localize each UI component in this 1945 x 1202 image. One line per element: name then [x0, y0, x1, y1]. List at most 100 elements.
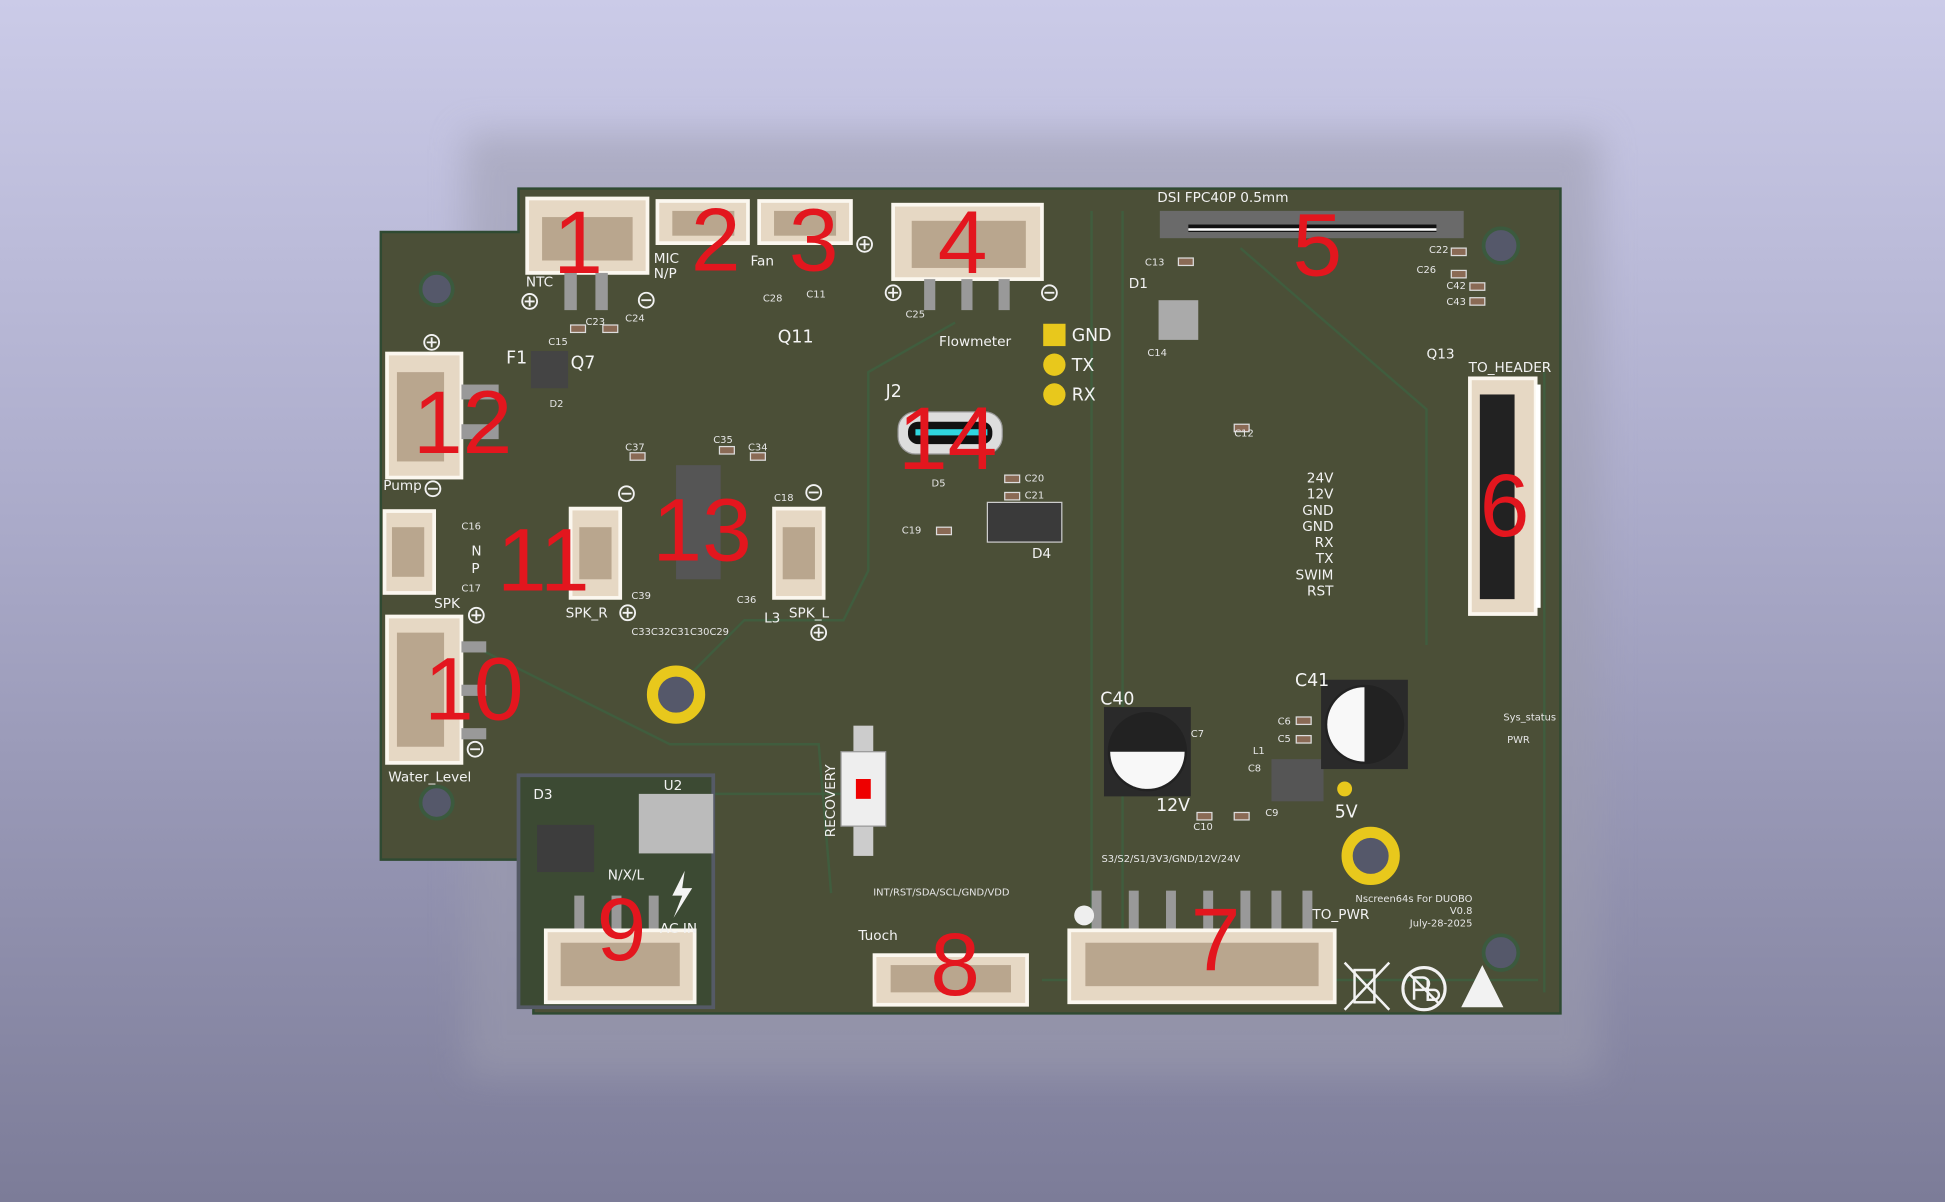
capacitor-c40 — [1103, 707, 1191, 797]
board-date: July-28-2025 — [1409, 919, 1473, 930]
minus-icon — [466, 740, 484, 758]
board-name: Nscreen64s For DUOBO — [1355, 894, 1472, 905]
label-touch-pins: INT/RST/SDA/SCL/GND/VDD — [873, 888, 1010, 899]
label-c43: C43 — [1446, 297, 1466, 308]
pin-label: SWIM — [1296, 567, 1334, 583]
connector-flowmeter — [891, 202, 1044, 311]
test-pad-rx — [1043, 383, 1066, 406]
bridge-d3 — [537, 824, 595, 873]
annotation-7: 7 — [1191, 889, 1241, 989]
fpc-connector-dsi — [1159, 210, 1464, 239]
mounting-hole — [1481, 933, 1521, 972]
label-spk: SPK — [434, 596, 461, 612]
label-c11: C11 — [806, 290, 826, 301]
minus-icon — [805, 484, 823, 501]
annotation-8: 8 — [930, 914, 980, 1014]
minus-icon — [1041, 284, 1058, 302]
esd-warning-icon — [1461, 965, 1504, 1008]
header-pin-labels: 24V 12V GND GND RX TX SWIM RST — [1296, 471, 1335, 600]
usb-c-port[interactable] — [897, 411, 1003, 455]
amplifier-ic — [676, 465, 721, 580]
label-c19: C19 — [902, 525, 922, 536]
recovery-button[interactable] — [840, 725, 887, 856]
board-version: V0.8 — [1450, 906, 1473, 917]
label-recovery: RECOVERY — [823, 764, 839, 838]
label-c33-c29: C33C32C31C30C29 — [631, 627, 729, 638]
label-c14: C14 — [1147, 348, 1167, 359]
plus-icon — [619, 604, 637, 622]
annotation-12: 12 — [413, 372, 512, 472]
label-c7: C7 — [1191, 729, 1204, 740]
label-j2: J2 — [885, 382, 902, 402]
label-mic-np: N/P — [654, 266, 677, 282]
connector-ntc — [525, 196, 650, 311]
label-d2: D2 — [550, 399, 564, 410]
label-q11: Q11 — [778, 327, 814, 347]
label-c24: C24 — [625, 313, 645, 324]
inductor-l2 — [1158, 300, 1199, 340]
capacitor-c41 — [1321, 679, 1408, 770]
label-nxl: N/X/L — [608, 867, 645, 883]
annotation-10: 10 — [424, 638, 523, 738]
annotation-3: 3 — [789, 189, 839, 289]
test-pad-tx — [1043, 353, 1066, 376]
label-c12: C12 — [1234, 429, 1254, 440]
label-c8: C8 — [1248, 764, 1261, 775]
label-dsi-fpc: DSI FPC40P 0.5mm — [1157, 190, 1288, 206]
label-to-pwr: TO_PWR — [1311, 907, 1370, 923]
label-pwr-pins: S3/S2/S1/3V3/GND/12V/24V — [1102, 854, 1241, 865]
test-pad-5v — [1337, 781, 1353, 797]
label-c36: C36 — [737, 595, 757, 606]
label-u2: U2 — [664, 778, 683, 794]
label-c40: C40 — [1100, 690, 1134, 710]
connector-to-header — [1468, 376, 1541, 616]
pin-label: 24V — [1307, 471, 1334, 487]
pin-label: GND — [1302, 519, 1333, 535]
connector-ac-in — [543, 895, 697, 1005]
plated-mounting-hole — [646, 665, 706, 724]
label-tuoch: Tuoch — [857, 928, 897, 944]
label-to-header: TO_HEADER — [1468, 360, 1552, 376]
lead-free-pb-icon — [1401, 965, 1447, 1012]
connector-water-level — [385, 614, 487, 765]
label-c23: C23 — [585, 317, 605, 328]
annotation-5: 5 — [1293, 194, 1343, 294]
label-water-level: Water_Level — [388, 769, 471, 785]
annotation-11: 11 — [497, 509, 590, 609]
label-d1: D1 — [1129, 276, 1148, 292]
plus-icon — [810, 624, 828, 642]
label-c35: C35 — [713, 435, 733, 446]
mounting-hole — [418, 784, 455, 821]
weee-crossed-bin-icon — [1343, 961, 1391, 1011]
polarity-marks — [423, 236, 1058, 758]
connector-fan — [757, 199, 853, 245]
test-pad-gnd — [1043, 323, 1066, 347]
label-p: P — [471, 561, 479, 577]
minus-icon — [637, 291, 655, 309]
label-c42: C42 — [1446, 281, 1466, 292]
label-c22: C22 — [1429, 245, 1449, 256]
annotation-numbers: 1 2 3 4 5 6 7 8 9 10 11 12 13 14 — [413, 189, 1529, 1013]
smd-passives — [569, 247, 1486, 821]
plus-icon — [467, 606, 485, 624]
board-revision-info: Nscreen64s For DUOBO V0.8 July-28-2025 — [1355, 894, 1472, 930]
plus-icon — [423, 333, 441, 351]
label-fan: Fan — [750, 253, 774, 269]
label-c41: C41 — [1295, 671, 1329, 691]
label-rx-pad: RX — [1072, 386, 1096, 406]
connector-touch — [872, 953, 1029, 1007]
plus-icon — [521, 293, 539, 310]
plus-icon — [884, 284, 902, 302]
silkscreen-labels: NTC MIC N/P Fan Flowmeter GND TX RX DSI … — [383, 190, 1556, 944]
label-d4: D4 — [1032, 546, 1051, 562]
pin-label: TX — [1315, 551, 1334, 567]
label-c6: C6 — [1278, 716, 1291, 727]
label-gnd-pad: GND — [1072, 326, 1112, 346]
mosfet-q7 — [530, 351, 569, 389]
plus-icon — [856, 236, 873, 253]
label-c13: C13 — [1145, 257, 1165, 268]
high-voltage-icon — [672, 870, 693, 918]
label-c9: C9 — [1265, 808, 1278, 819]
connector-pump — [385, 351, 499, 480]
